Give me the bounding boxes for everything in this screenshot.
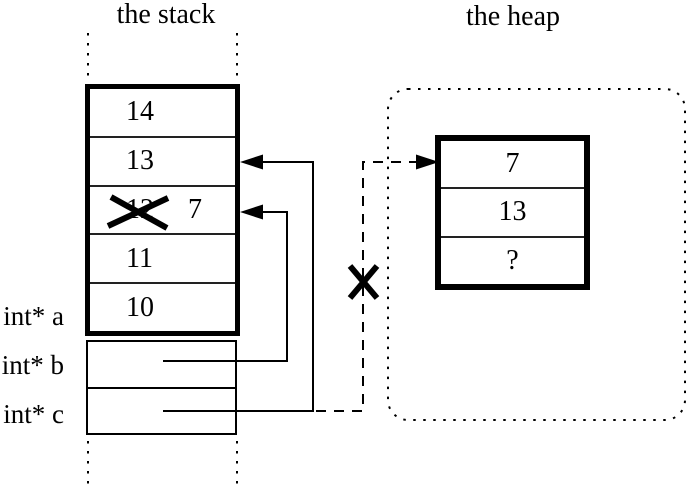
stack-cell-11: 11 (90, 235, 235, 285)
heap-block-box: 7 13 ? (435, 135, 590, 290)
stack-cell-old-value: 12 (126, 193, 154, 225)
stack-frame-box: 14 13 12 7 11 10 (85, 84, 240, 336)
stack-cell-13: 13 (90, 138, 235, 187)
var-label-a: int* a (3, 301, 64, 331)
stack-cell-12-overwritten-7: 12 7 (90, 187, 235, 236)
heap-cell-unknown: ? (441, 238, 584, 284)
heap-cell-value: ? (506, 244, 519, 276)
heap-cell-7: 7 (441, 141, 584, 190)
invalidated-x-icon (347, 264, 380, 300)
stack-cell-value: 11 (126, 242, 153, 274)
stack-cell-14: 14 (90, 89, 235, 138)
stack-title: the stack (116, 0, 216, 30)
pointer-c-arrowhead-icon (240, 154, 263, 170)
pointer-cell-b (88, 342, 235, 389)
stack-cell-value: 13 (126, 145, 154, 177)
var-label-c: int* c (3, 399, 64, 429)
var-label-b: int* b (1, 350, 64, 380)
stack-cell-10: 10 (90, 284, 235, 331)
stack-cell-new-value: 7 (188, 193, 202, 225)
heap-title: the heap (465, 1, 561, 32)
heap-cell-13: 13 (441, 189, 584, 238)
heap-cell-value: 13 (498, 196, 527, 228)
stack-cell-value: 10 (126, 291, 154, 323)
stack-cell-value: 14 (126, 96, 154, 128)
pointer-vars-table (86, 340, 237, 435)
dangling-heap-pointer-line (316, 154, 439, 412)
heap-cell-value: 7 (505, 148, 520, 180)
pointer-cell-c (88, 389, 235, 434)
pointer-b-arrowhead-icon (240, 204, 263, 220)
